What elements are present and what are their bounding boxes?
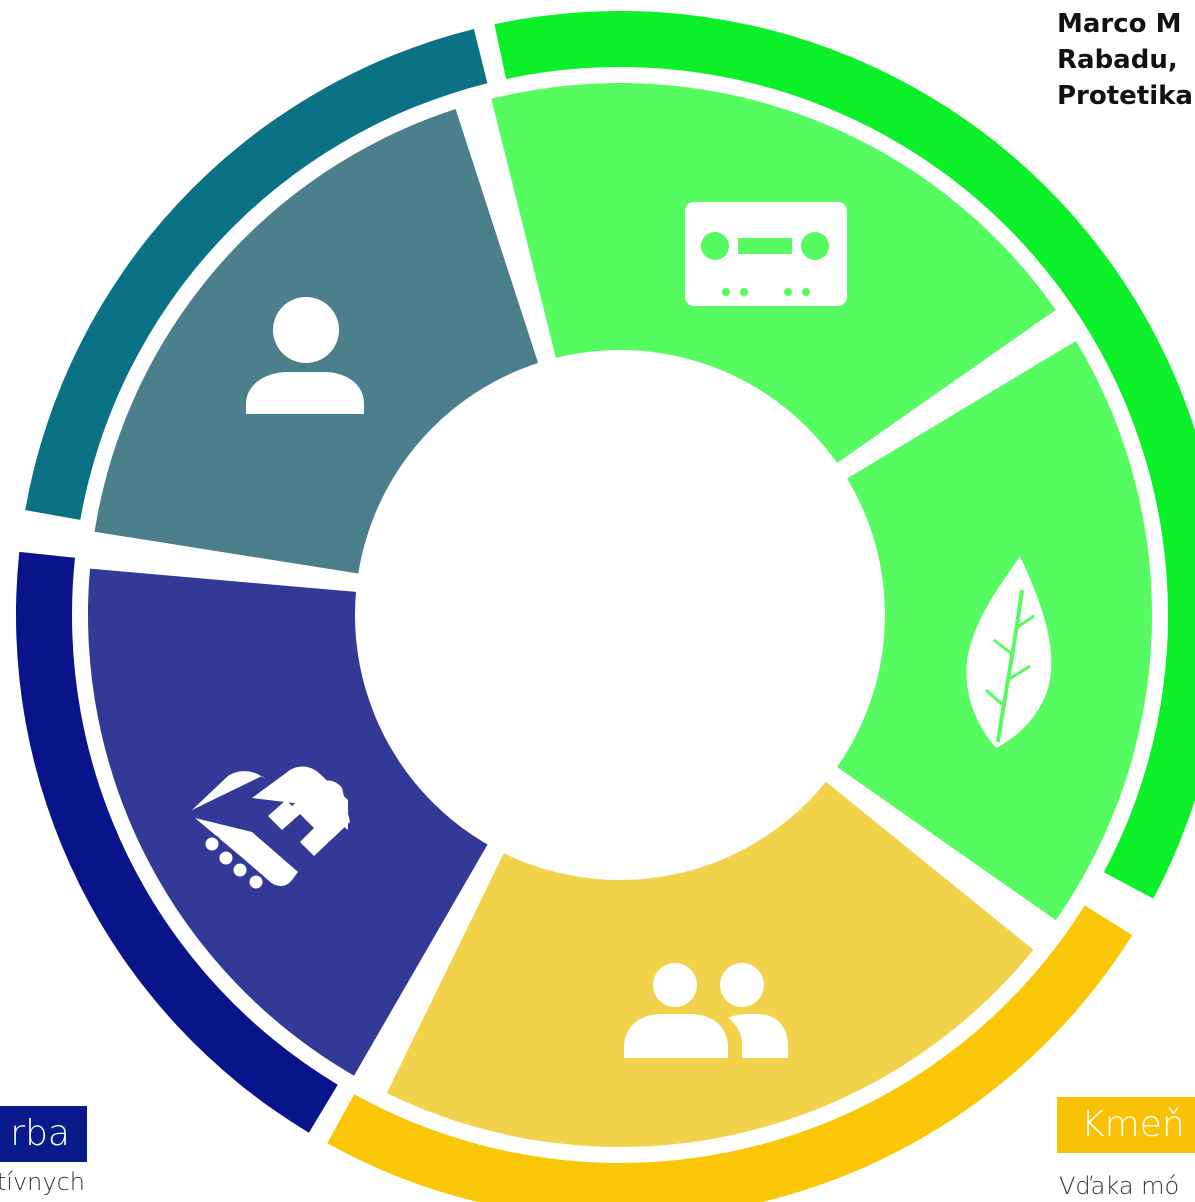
person-icon <box>246 297 364 414</box>
handshake-icon <box>192 766 350 892</box>
right-caption-text: Vďaka mó <box>1059 1172 1180 1200</box>
right-badge-label: Kmeň <box>1081 1104 1185 1145</box>
leaf-icon <box>966 556 1052 748</box>
outer-arc-handshake <box>15 551 338 1133</box>
center-hole <box>355 350 885 880</box>
top-text-block: Marco M Rabadu, Protetika <box>1057 6 1193 114</box>
group-icon <box>624 963 788 1058</box>
left-caption: tívnych <box>0 1168 85 1200</box>
right-caption: Vďaka mó <box>1057 1172 1195 1202</box>
outer-arc-person <box>25 28 488 520</box>
outer-arc-cassette <box>494 11 1195 899</box>
outer-arc-group <box>327 905 1133 1202</box>
left-caption-text: tívnych <box>0 1168 85 1196</box>
cassette-icon <box>685 202 847 306</box>
left-badge: rba <box>0 1106 87 1162</box>
top-text-line-2: Rabadu, <box>1057 45 1178 75</box>
top-text-line-3: Protetika <box>1057 81 1193 111</box>
right-badge: Kmeň <box>1057 1097 1195 1153</box>
left-badge-label: rba <box>10 1113 70 1154</box>
top-text-line-1: Marco M <box>1057 9 1182 39</box>
